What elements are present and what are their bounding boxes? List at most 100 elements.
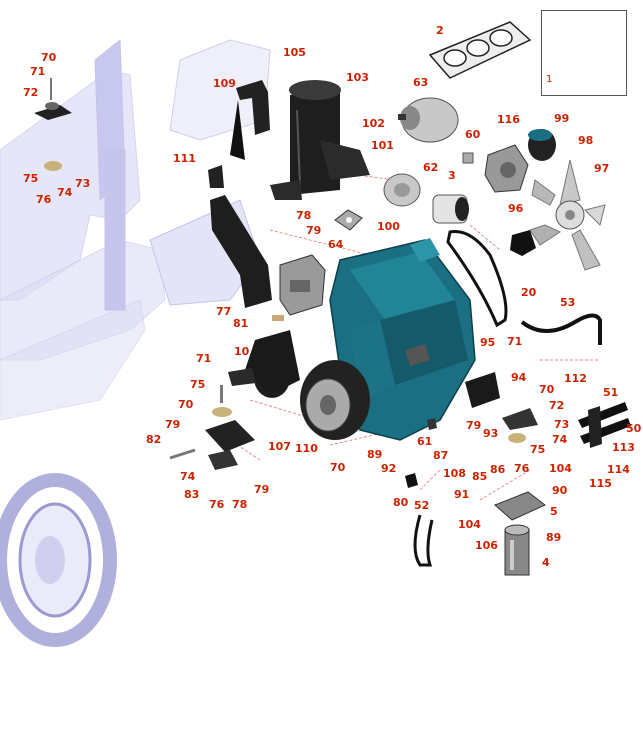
callout-75: 75	[530, 443, 546, 456]
callout-109: 109	[213, 77, 236, 90]
fuel-injection-pump	[279, 254, 326, 316]
callout-104: 104	[549, 462, 572, 475]
callout-92: 92	[381, 462, 397, 475]
callout-86: 86	[490, 463, 506, 476]
tire-ghost	[0, 473, 117, 647]
cap-96	[510, 230, 536, 256]
callout-90: 90	[552, 484, 568, 497]
callout-81: 81	[233, 317, 249, 330]
callout-91: 91	[454, 488, 470, 501]
part-92	[405, 473, 418, 488]
callout-5: 5	[550, 505, 558, 518]
callout-64: 64	[328, 238, 344, 251]
callout-79: 79	[466, 419, 482, 432]
callout-103: 103	[346, 71, 369, 84]
callout-63: 63	[413, 76, 429, 89]
callout-79: 79	[165, 418, 181, 431]
callout-83: 83	[184, 488, 200, 501]
exhaust-gasket	[334, 209, 363, 231]
left-engine-mount	[169, 385, 255, 470]
oil-filter	[504, 524, 530, 576]
callout-61: 61	[417, 435, 433, 448]
muffler	[270, 80, 370, 200]
callout-107: 107	[268, 440, 291, 453]
callout-20: 20	[521, 286, 537, 299]
callout-85: 85	[472, 470, 488, 483]
callout-73: 73	[75, 177, 91, 190]
fan-belt	[446, 229, 508, 328]
inset-callout-1: 1	[546, 74, 553, 85]
callout-80: 80	[393, 496, 409, 509]
callout-74: 74	[57, 186, 73, 199]
callout-74: 74	[552, 433, 568, 446]
callout-102: 102	[362, 117, 385, 130]
callout-60: 60	[465, 128, 481, 141]
callout-106: 106	[475, 539, 498, 552]
callout-2: 2	[436, 24, 444, 37]
fan-pulley-99	[528, 129, 556, 161]
callout-76: 76	[209, 498, 225, 511]
thermostat-housing	[383, 173, 421, 207]
callout-75: 75	[190, 378, 206, 391]
callout-4: 4	[542, 556, 550, 569]
callout-116: 116	[497, 113, 520, 126]
callout-71: 71	[30, 65, 46, 78]
callout-62: 62	[423, 161, 439, 174]
part-81	[272, 315, 284, 321]
callout-95: 95	[480, 336, 496, 349]
callout-3: 3	[448, 169, 456, 182]
gasket-set-inset: 1	[541, 10, 627, 96]
callout-70: 70	[539, 383, 555, 396]
callout-75: 75	[23, 172, 39, 185]
water-pump	[484, 144, 529, 193]
callout-89: 89	[546, 531, 562, 544]
cooling-fan	[529, 159, 606, 271]
callout-96: 96	[508, 202, 524, 215]
callout-101: 101	[371, 139, 394, 152]
thermostat	[432, 194, 469, 224]
callout-10: 10	[234, 345, 250, 358]
callout-52: 52	[414, 499, 430, 512]
callout-79: 79	[254, 483, 270, 496]
top-left-engine-mount	[34, 78, 72, 171]
callout-76: 76	[514, 462, 530, 475]
callout-100: 100	[377, 220, 400, 233]
right-engine-mount	[465, 372, 538, 443]
callout-94: 94	[511, 371, 527, 384]
callout-105: 105	[283, 46, 306, 59]
callout-115: 115	[589, 477, 612, 490]
callout-93: 93	[483, 427, 499, 440]
head-gasket	[428, 21, 532, 79]
callout-78: 78	[296, 209, 312, 222]
callout-110: 110	[295, 442, 318, 455]
bracket-77	[210, 195, 272, 308]
machine-frame-ghost	[0, 38, 271, 421]
callout-72: 72	[23, 86, 39, 99]
callout-87: 87	[433, 449, 449, 462]
callout-53: 53	[560, 296, 576, 309]
callout-71: 71	[507, 335, 523, 348]
callout-79: 79	[306, 224, 322, 237]
bracket-111	[208, 165, 224, 188]
filter-head	[494, 491, 546, 521]
callout-71: 71	[196, 352, 212, 365]
callout-99: 99	[554, 112, 570, 125]
callout-76: 76	[36, 193, 52, 206]
callout-72: 72	[549, 399, 565, 412]
sender-60	[462, 152, 474, 164]
hose-52	[413, 514, 434, 567]
hose-53	[520, 313, 602, 345]
callout-97: 97	[594, 162, 610, 175]
part-61	[427, 418, 437, 430]
callout-74: 74	[180, 470, 196, 483]
callout-98: 98	[578, 134, 594, 147]
callout-51: 51	[603, 386, 619, 399]
callout-73: 73	[554, 418, 570, 431]
callout-111: 111	[173, 152, 196, 165]
bracket-10	[228, 330, 300, 395]
callout-113: 113	[612, 441, 635, 454]
callout-114: 114	[607, 463, 630, 476]
callout-112: 112	[564, 372, 587, 385]
muffler-bracket	[230, 80, 270, 160]
